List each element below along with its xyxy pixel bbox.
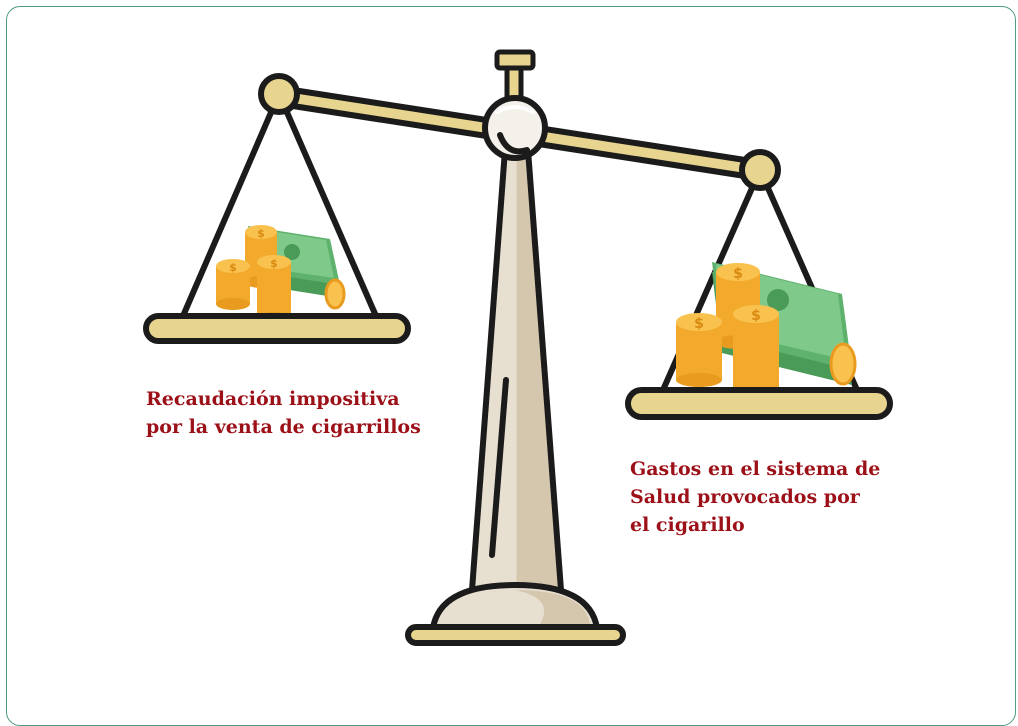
left-beam-joint xyxy=(258,73,300,115)
money-stack-small-icon: $ $ $ xyxy=(216,225,346,324)
svg-text:$: $ xyxy=(751,308,761,324)
left-pan-strings xyxy=(180,91,379,319)
svg-text:$: $ xyxy=(733,266,743,282)
scale-base xyxy=(405,582,626,646)
svg-text:$: $ xyxy=(270,257,278,270)
left-pan-label: Recaudación impositiva por la venta de c… xyxy=(146,388,421,438)
right-pan-label: Gastos en el sistema de Salud provocados… xyxy=(630,458,881,536)
money-stack-large-icon: $ $ $ xyxy=(676,262,857,409)
svg-text:$: $ xyxy=(694,316,704,332)
right-pan xyxy=(625,387,893,420)
left-pan xyxy=(143,313,411,344)
scale-finial xyxy=(494,49,536,107)
svg-text:$: $ xyxy=(229,261,237,274)
scale-pillar xyxy=(469,147,564,593)
svg-text:$: $ xyxy=(257,227,265,240)
right-beam-joint xyxy=(739,149,781,191)
scale-pivot xyxy=(482,95,548,161)
balance-scale-icon: $ $ $ $ $ xyxy=(143,49,893,646)
